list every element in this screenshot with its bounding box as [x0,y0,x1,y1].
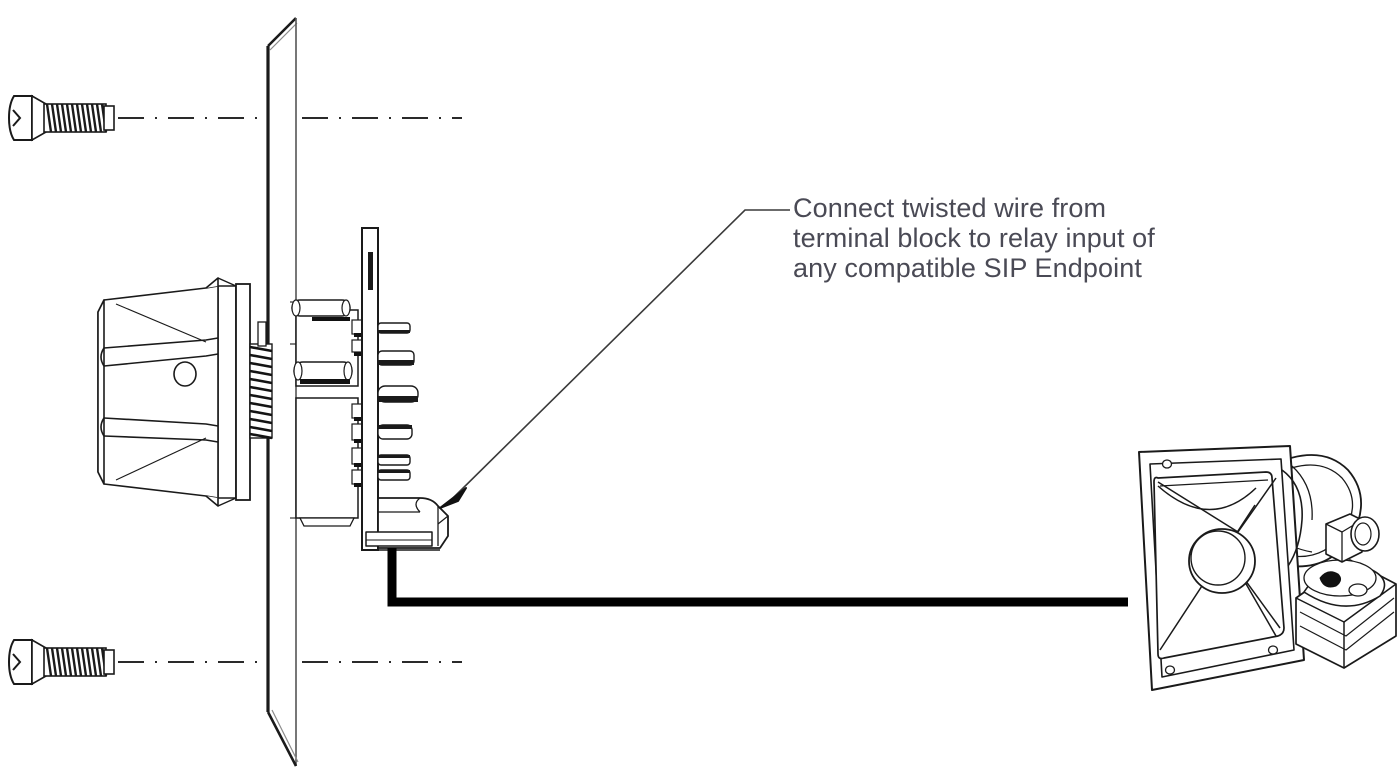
terminal-pin [377,350,415,366]
threaded-collar [249,321,273,440]
endpoint-neck [1281,465,1313,567]
terminal-pin-row [377,322,419,481]
flat-head-mounting-screw-bottom [7,638,115,686]
endpoint-driver [1188,528,1256,594]
endpoint-mounting-bracket [1295,559,1397,669]
callout-arrowhead [439,487,467,509]
terminal-block [362,497,449,551]
terminal-pin [377,469,411,481]
standoff-upper [291,299,351,317]
callout-leader-line [451,209,790,500]
mounting-plate [361,227,379,551]
sip-endpoint-paging-horn [1138,445,1397,691]
twisted-wire-run [387,548,1128,607]
horn-wall-flange [235,283,251,501]
terminal-pin [377,454,411,466]
terminal-pin [377,322,411,334]
terminal-pin [377,385,419,403]
flat-head-mounting-screw-top [7,94,115,142]
standoff-lower [293,361,353,381]
terminal-pin [377,424,413,440]
callout-text: Connect twisted wire from terminal block… [793,193,1155,283]
endpoint-wing-nut [1319,513,1380,597]
electronics-module-stack [290,299,363,527]
horn-speaker-assembly [97,277,237,507]
